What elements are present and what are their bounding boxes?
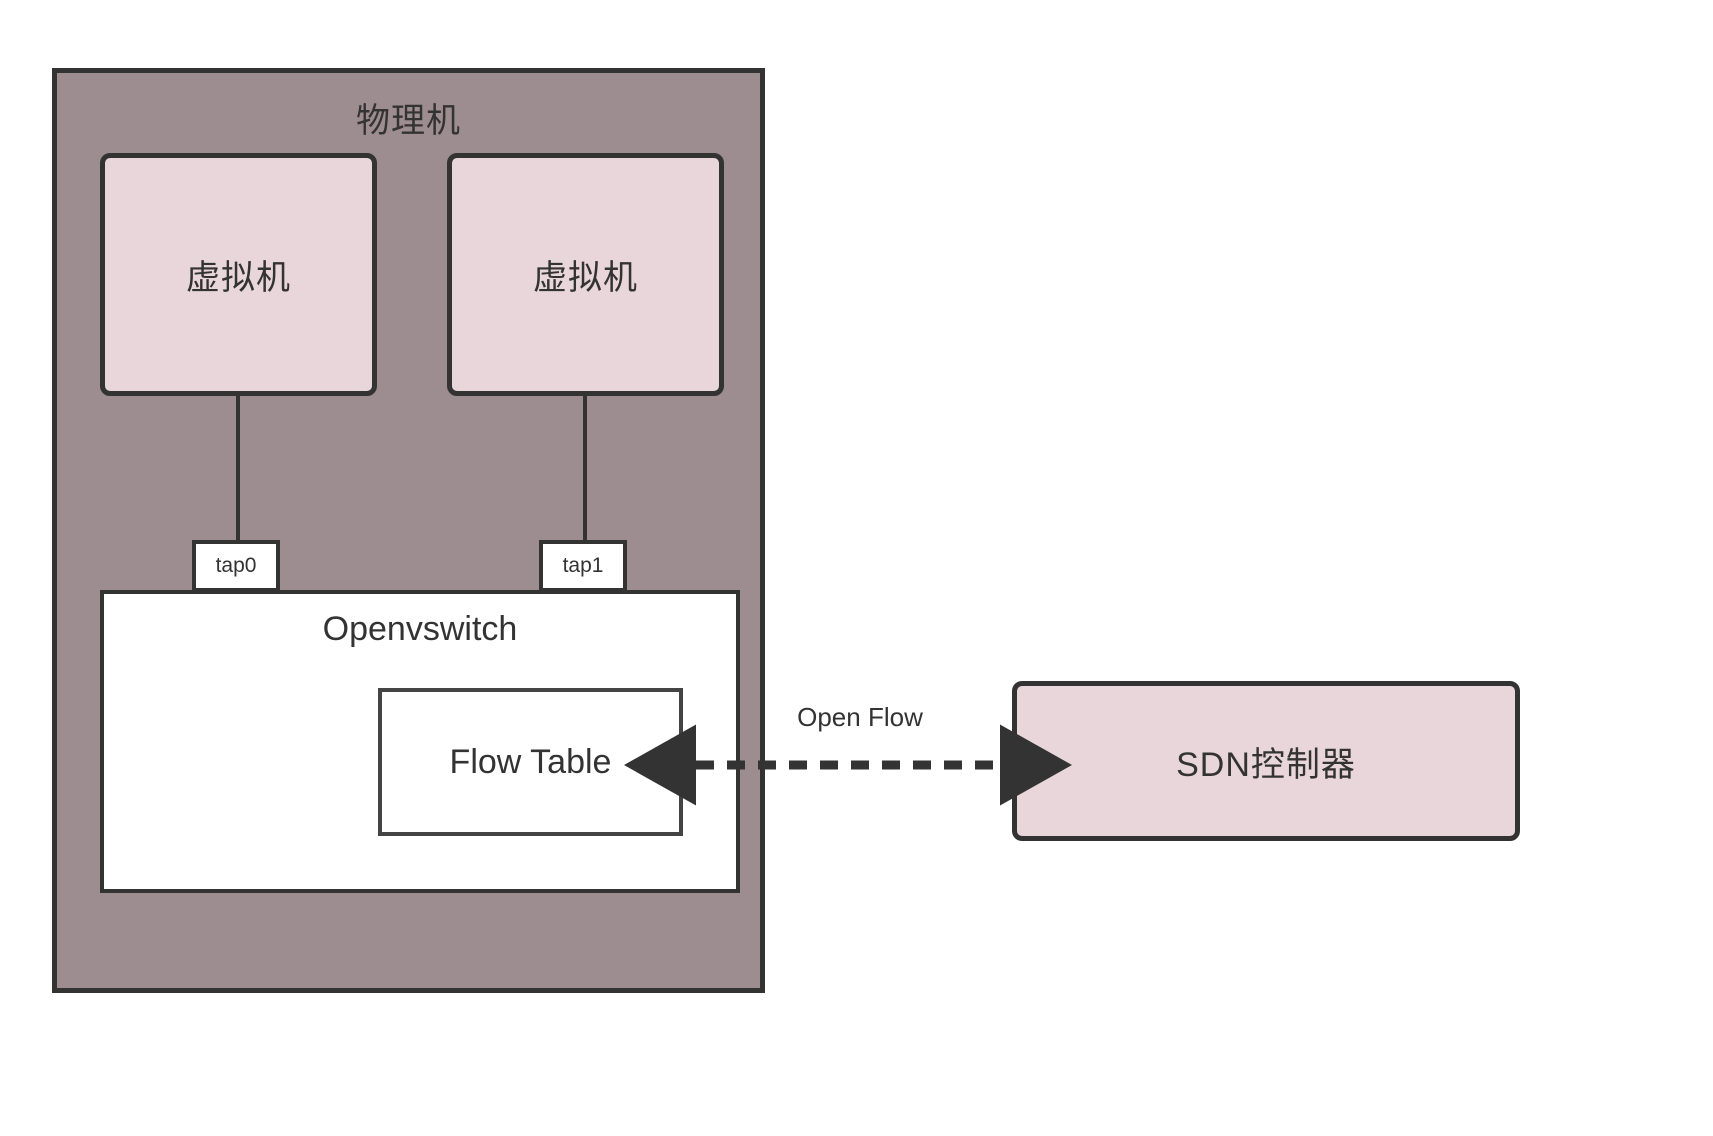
- sdn-controller-box[interactable]: SDN控制器: [1012, 681, 1520, 841]
- virtual-machine-label-0: 虚拟机: [186, 259, 291, 297]
- tap-port-box-1[interactable]: tap1: [539, 540, 627, 592]
- sdn-controller-label: SDN控制器: [1176, 745, 1356, 784]
- tap-port-box-0[interactable]: tap0: [192, 540, 280, 592]
- virtual-machine-box-0[interactable]: 虚拟机: [100, 153, 377, 396]
- flow-table-label: Flow Table: [449, 742, 612, 781]
- flow-table-box[interactable]: Flow Table: [378, 688, 683, 836]
- openvswitch-label: Openvswitch: [322, 610, 518, 648]
- connector-line-vm0-tap0: [236, 396, 240, 543]
- tap-port-label-0: tap0: [215, 554, 257, 577]
- connector-line-vm1-tap1: [583, 396, 587, 543]
- tap-port-label-1: tap1: [562, 554, 604, 577]
- openflow-link-arrow: [624, 724, 1072, 806]
- virtual-machine-box-1[interactable]: 虚拟机: [447, 153, 724, 396]
- virtual-machine-label-1: 虚拟机: [533, 259, 638, 297]
- openflow-link-label: Open Flow: [797, 702, 923, 732]
- physical-machine-label: 物理机: [356, 102, 461, 140]
